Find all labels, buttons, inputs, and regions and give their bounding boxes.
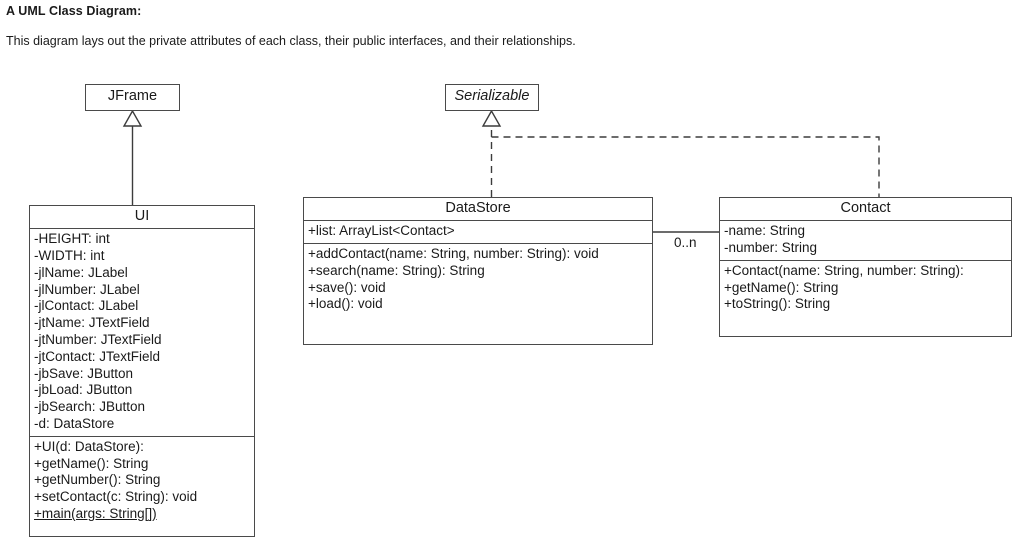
edge-datastore-implements-serializable <box>481 109 502 197</box>
method-row: +getName(): String <box>34 455 149 471</box>
attribute-row: -HEIGHT: int <box>34 231 110 247</box>
attribute-row: -jbSave: JButton <box>34 365 134 381</box>
association-multiplicity-label: 0..n <box>674 235 697 250</box>
class-name-jframe: JFrame <box>107 88 158 104</box>
class-box-ui[interactable]: UI -HEIGHT: int -WIDTH: int -jlName: JLa… <box>29 205 255 537</box>
method-row: +addContact(name: String, number: String… <box>308 246 599 262</box>
method-row-static: +main(args: String[]) <box>34 505 157 521</box>
edge-contact-implements-serializable <box>491 136 880 197</box>
method-row: +setContact(c: String): void <box>34 489 198 505</box>
attribute-row: -WIDTH: int <box>34 248 105 264</box>
class-box-serializable[interactable]: Serializable <box>445 84 539 111</box>
attribute-row: -jlContact: JLabel <box>34 298 139 314</box>
class-name-datastore: DataStore <box>304 198 652 222</box>
attribute-row: -d: DataStore <box>34 415 115 431</box>
class-box-datastore[interactable]: DataStore +list: ArrayList<Contact> +add… <box>303 197 653 345</box>
attributes-compartment-contact: -name: String -number: String <box>720 221 1011 260</box>
attribute-row: -name: String <box>724 223 806 239</box>
class-box-contact[interactable]: Contact -name: String -number: String +C… <box>719 197 1012 337</box>
edge-ui-extends-jframe <box>122 109 143 205</box>
method-row: +Contact(name: String, number: String): <box>724 262 964 278</box>
methods-compartment-ui: +UI(d: DataStore): +getName(): String +g… <box>30 435 254 526</box>
method-row: +getNumber(): String <box>34 472 161 488</box>
page-description: This diagram lays out the private attrib… <box>6 34 576 48</box>
attributes-compartment-datastore: +list: ArrayList<Contact> <box>304 221 652 243</box>
attribute-row: -jbSearch: JButton <box>34 399 146 415</box>
hollow-triangle-arrowhead <box>481 109 502 127</box>
method-row: +getName(): String <box>724 279 839 295</box>
attribute-row: +list: ArrayList<Contact> <box>308 223 455 239</box>
attribute-row: -number: String <box>724 240 818 256</box>
attribute-row: -jtNumber: JTextField <box>34 332 162 347</box>
class-name-contact: Contact <box>720 198 1011 222</box>
attribute-row: -jlName: JLabel <box>34 264 128 280</box>
class-name-ui: UI <box>30 206 254 230</box>
method-row: +toString(): String <box>724 296 831 312</box>
method-row: +save(): void <box>308 279 386 295</box>
methods-compartment-contact: +Contact(name: String, number: String): … <box>720 259 1011 332</box>
class-box-jframe[interactable]: JFrame <box>85 84 180 111</box>
method-row: +UI(d: DataStore): <box>34 438 144 454</box>
attribute-row: -jtContact: JTextField <box>34 348 161 364</box>
methods-compartment-datastore: +addContact(name: String, number: String… <box>304 243 652 321</box>
method-row: +load(): void <box>308 296 383 312</box>
class-name-serializable: Serializable <box>454 88 530 104</box>
attribute-row: -jlNumber: JLabel <box>34 281 140 297</box>
method-row: +search(name: String): String <box>308 262 485 278</box>
page-title: A UML Class Diagram: <box>6 4 142 18</box>
hollow-triangle-arrowhead <box>122 109 143 127</box>
attribute-row: -jbLoad: JButton <box>34 382 133 398</box>
attribute-row: -jtName: JTextField <box>34 315 150 331</box>
attributes-compartment-ui: -HEIGHT: int -WIDTH: int -jlName: JLabel… <box>30 229 254 436</box>
